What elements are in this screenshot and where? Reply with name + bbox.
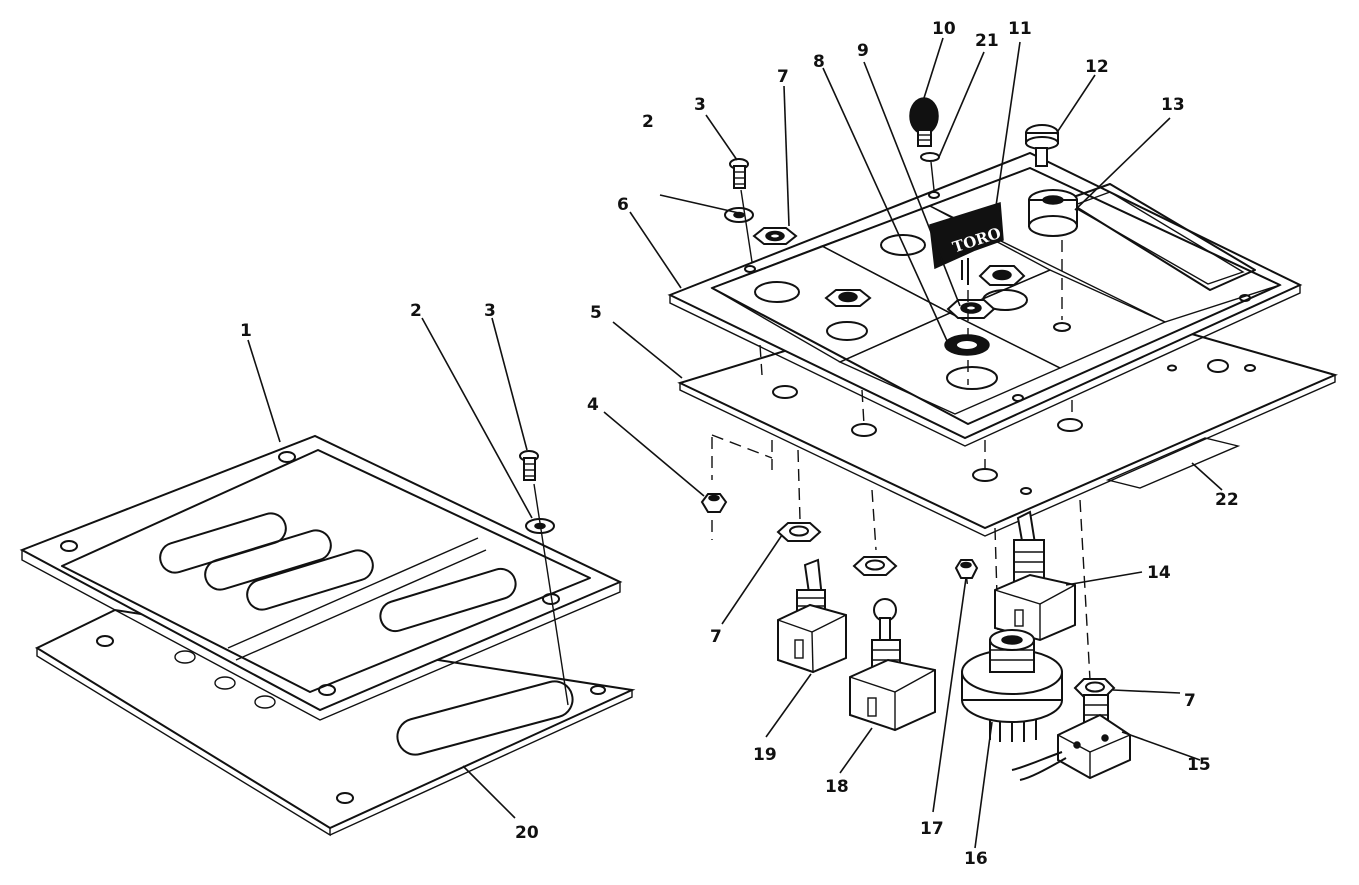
callout-17: 17 [920,819,944,839]
label-22 [1105,437,1241,489]
upper-plate-1 [19,434,623,721]
knob-12 [1025,124,1059,167]
callout-2-right: 2 [642,112,654,132]
micro-switch-15 [1011,694,1131,781]
callout-7-left: 7 [710,627,722,647]
toggle-switch-18 [849,598,936,732]
lock-washer-8 [944,334,990,356]
lamp-10 [909,97,939,147]
callout-19: 19 [753,745,777,765]
hex-nut-panel-right [978,265,1026,286]
callout-14: 14 [1147,563,1171,583]
hex-nut-9 [946,299,996,319]
callout-7-top: 7 [777,67,789,87]
callout-10: 10 [932,19,956,39]
assembly-line-left [533,483,569,706]
callout-20: 20 [515,823,539,843]
nut-17 [954,559,979,579]
callout-3-right: 3 [694,95,706,115]
callout-13: 13 [1161,95,1185,115]
assembly-line-screw [740,189,753,263]
callout-18: 18 [825,777,849,797]
callout-5: 5 [590,303,602,323]
hex-nut-panel-mid [824,289,872,307]
leader-lines [247,37,1223,849]
bushing-13 [1028,189,1078,237]
callout-8: 8 [813,52,825,72]
callout-4: 4 [587,395,599,415]
rotary-switch-16 [961,629,1063,742]
toggle-switch-14 [994,510,1076,642]
callout-1: 1 [240,321,252,341]
panel-6 [667,151,1303,447]
callout-16: 16 [964,849,988,869]
toggle-switch-19 [777,558,847,674]
callout-2-left: 2 [410,301,422,321]
callout-11: 11 [1008,19,1032,39]
callout-22: 22 [1215,490,1239,510]
hex-nut-7-panel [752,227,798,245]
nut-4 [700,493,728,513]
lower-plate-20 [34,608,636,837]
callout-7-right: 7 [1184,691,1196,711]
ring-21 [920,152,940,162]
screw-3-right [729,158,749,189]
hex-nut-7-left [776,522,822,542]
callout-15: 15 [1187,755,1211,775]
callout-3-left: 3 [484,301,496,321]
hex-nut-switch-18 [852,556,898,576]
callout-6: 6 [617,195,629,215]
callouts: 1 2 3 20 2 3 4 5 6 7 7 7 8 9 10 11 12 13… [240,19,1239,869]
assembly-line-lamp [930,161,935,191]
callout-9: 9 [857,41,869,61]
callout-21: 21 [975,31,999,51]
screw-3-left [519,450,539,481]
callout-12: 12 [1085,57,1109,77]
